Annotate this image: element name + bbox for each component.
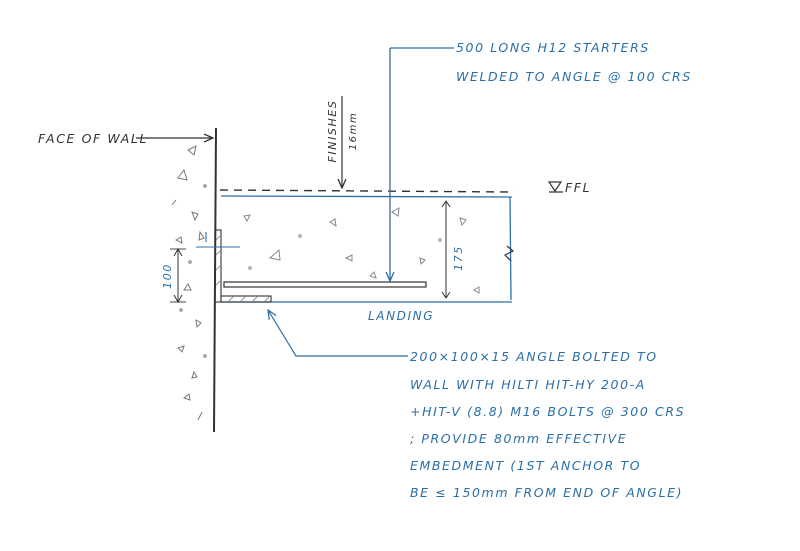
- angle-note-line: WALL WITH HILTI HIT-HY 200-A: [410, 377, 646, 392]
- angle-notes-block: 200×100×15 ANGLE BOLTED TO WALL WITH HIL…: [410, 349, 685, 500]
- dim-angle-value: 100: [161, 263, 174, 289]
- slab-break-line: [503, 245, 515, 262]
- angle-note-leader: [268, 310, 408, 357]
- starters-note-line2: WELDED TO ANGLE @ 100 CRS: [456, 69, 692, 84]
- finishes-label: FINISHES: [326, 99, 339, 162]
- angle-note-line: 200×100×15 ANGLE BOLTED TO: [410, 349, 658, 364]
- starters-note-line1: 500 LONG H12 STARTERS: [456, 40, 650, 55]
- angle-note-line: ; PROVIDE 80mm EFFECTIVE: [410, 431, 627, 446]
- angle-note-line: +HIT-V (8.8) M16 BOLTS @ 300 CRS: [410, 404, 685, 419]
- dim-slab-value: 175: [452, 245, 465, 271]
- angle-note-line: BE ≤ 150mm FROM END OF ANGLE): [410, 485, 683, 500]
- steel-angle: [214, 229, 272, 303]
- slab-top-line: [220, 195, 513, 198]
- ffl-level-marker: [547, 181, 563, 193]
- landing-slab: [219, 189, 515, 303]
- angle-note-line: EMBEDMENT (1ST ANCHOR TO: [410, 458, 641, 473]
- starter-bar: [223, 281, 427, 288]
- concrete-hatching-slab: [243, 207, 480, 294]
- face-of-wall-label: FACE OF WALL: [38, 131, 148, 146]
- angle-vertical-leg: [214, 229, 222, 303]
- ffl-label: FFL: [565, 180, 591, 195]
- ffl-dashed-line: [219, 189, 515, 193]
- wall: [171, 127, 217, 433]
- landing-label: LANDING: [368, 309, 434, 323]
- finishes-dim-label: 16mm: [348, 112, 359, 151]
- concrete-hatching-wall: [171, 145, 207, 421]
